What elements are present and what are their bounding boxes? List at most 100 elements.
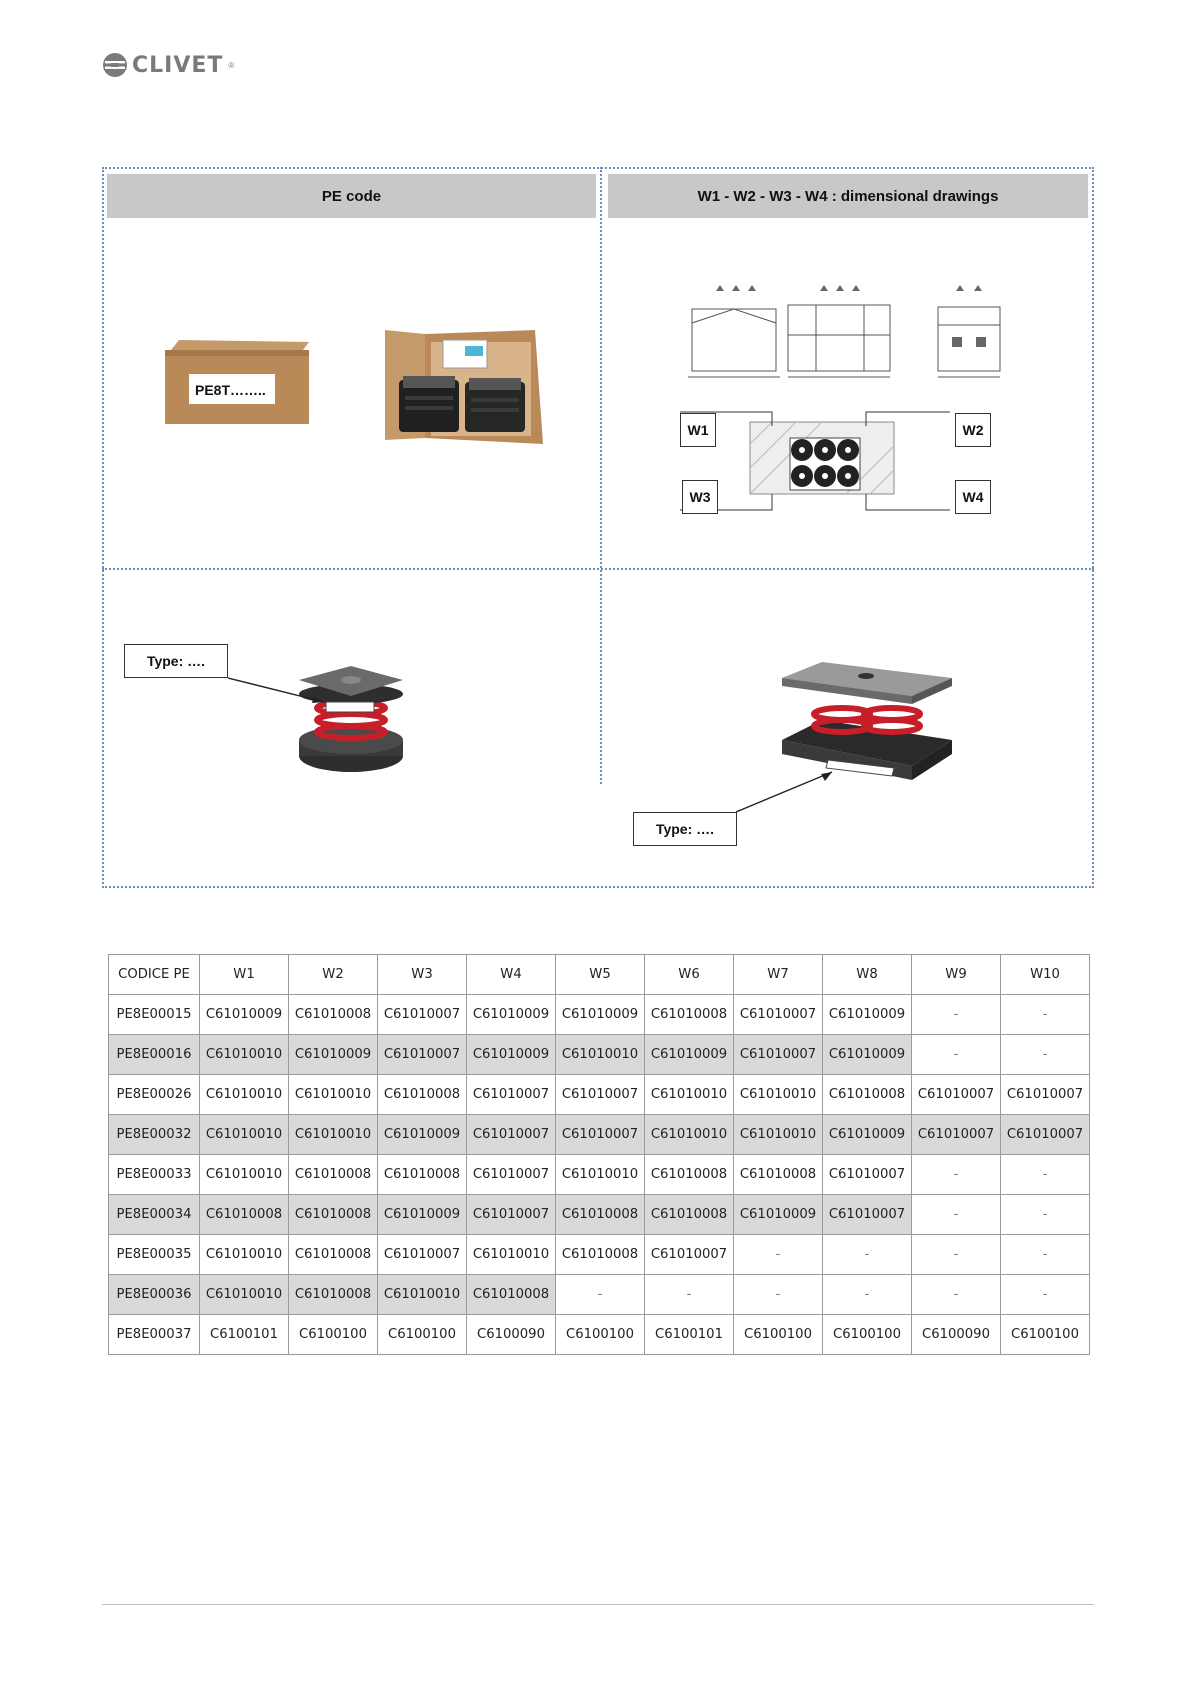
part-code-cell: - [555, 1274, 645, 1315]
part-code-cell: - [644, 1274, 734, 1315]
part-code-cell: C6100100 [288, 1314, 378, 1355]
w4-tag: W4 [955, 480, 991, 514]
part-code-cell: - [822, 1274, 912, 1315]
part-code-cell: - [822, 1234, 912, 1275]
part-code-cell: C6100101 [644, 1314, 734, 1355]
dimensional-drawings-image [688, 285, 1010, 385]
pe-code-cell: PE8E00037 [108, 1314, 200, 1355]
table-header-cell: W9 [911, 954, 1001, 995]
part-code-cell: C61010007 [466, 1194, 556, 1235]
part-code-cell: C61010008 [288, 1274, 378, 1315]
part-code-cell: C61010007 [377, 1034, 467, 1075]
part-code-cell: C61010007 [377, 994, 467, 1035]
table-header-cell: W1 [199, 954, 289, 995]
part-code-cell: - [1000, 1274, 1090, 1315]
part-code-cell: C61010007 [1000, 1114, 1090, 1155]
part-code-cell: C61010010 [199, 1154, 289, 1195]
part-code-cell: - [1000, 994, 1090, 1035]
part-code-cell: C61010008 [288, 1194, 378, 1235]
part-code-cell: C61010007 [377, 1234, 467, 1275]
part-code-cell: C61010010 [555, 1154, 645, 1195]
logo-text: CLIVET [132, 52, 224, 78]
box-label: PE8T…….. [195, 382, 266, 398]
pe-code-cell: PE8E00036 [108, 1274, 200, 1315]
w3-tag: W3 [682, 480, 718, 514]
type-label-large: Type: …. [633, 812, 737, 846]
part-code-cell: C61010008 [288, 1234, 378, 1275]
part-code-cell: C61010010 [288, 1114, 378, 1155]
part-code-cell: C6100100 [555, 1314, 645, 1355]
dimensional-drawings-header: W1 - W2 - W3 - W4 : dimensional drawings [608, 174, 1088, 218]
part-code-cell: - [1000, 1154, 1090, 1195]
pe-code-cell: PE8E00032 [108, 1114, 200, 1155]
part-code-cell: C6100101 [199, 1314, 289, 1355]
table-header-cell: W3 [377, 954, 467, 995]
part-code-cell: C61010008 [288, 1154, 378, 1195]
part-code-cell: C61010007 [466, 1114, 556, 1155]
part-code-cell: C6100100 [822, 1314, 912, 1355]
part-code-cell: C61010009 [555, 994, 645, 1035]
pe-code-cell: PE8E00033 [108, 1154, 200, 1195]
panel-vertical-divider [600, 167, 602, 784]
table-header-cell: W6 [644, 954, 734, 995]
part-code-cell: C61010008 [377, 1154, 467, 1195]
part-code-cell: C61010008 [644, 994, 734, 1035]
w2-tag: W2 [955, 413, 991, 447]
pe-code-cell: PE8E00034 [108, 1194, 200, 1235]
clivet-logo-mark-icon [103, 53, 127, 77]
type-pointer-large [736, 771, 833, 813]
part-code-cell: C61010009 [733, 1194, 823, 1235]
part-code-cell: C61010008 [733, 1154, 823, 1195]
table-header-cell: W4 [466, 954, 556, 995]
part-code-cell: - [911, 994, 1001, 1035]
pe-code-cell: PE8E00015 [108, 994, 200, 1035]
w1-tag: W1 [680, 413, 716, 447]
part-code-cell: - [733, 1234, 823, 1275]
part-code-cell: C61010009 [288, 1034, 378, 1075]
table-header-cell: W2 [288, 954, 378, 995]
type-pointer-small [228, 677, 325, 703]
part-code-cell: C61010007 [733, 994, 823, 1035]
part-code-cell: C61010007 [911, 1074, 1001, 1115]
part-code-cell: - [911, 1154, 1001, 1195]
panel-horizontal-divider [102, 568, 1094, 570]
part-code-cell: C61010007 [1000, 1074, 1090, 1115]
part-code-cell: C61010009 [377, 1114, 467, 1155]
table-header-cell: W10 [1000, 954, 1090, 995]
closed-box-image: PE8T…….. [163, 340, 311, 424]
footer-divider [102, 1604, 1094, 1605]
part-code-cell: C61010007 [466, 1154, 556, 1195]
part-code-cell: C61010010 [466, 1234, 556, 1275]
pe-code-header: PE code [107, 174, 596, 218]
part-code-cell: C61010010 [199, 1274, 289, 1315]
part-code-cell: C61010009 [644, 1034, 734, 1075]
table-header-cell: W7 [733, 954, 823, 995]
pe-code-cell: PE8E00035 [108, 1234, 200, 1275]
part-code-cell: C6100090 [911, 1314, 1001, 1355]
part-code-cell: C61010009 [822, 994, 912, 1035]
table-header-cell: W8 [822, 954, 912, 995]
part-code-cell: C61010010 [199, 1074, 289, 1115]
part-code-cell: - [911, 1274, 1001, 1315]
part-code-cell: C61010008 [644, 1194, 734, 1235]
part-code-cell: C61010009 [822, 1034, 912, 1075]
part-code-cell: C6100100 [1000, 1314, 1090, 1355]
top-view-plan-image [680, 404, 950, 512]
large-spring-mount-image [782, 660, 952, 788]
part-code-cell: C61010008 [555, 1194, 645, 1235]
part-code-cell: C61010010 [733, 1114, 823, 1155]
table-header-cell: CODICE PE [108, 954, 200, 995]
table-header-cell: W5 [555, 954, 645, 995]
part-code-cell: C61010008 [466, 1274, 556, 1315]
part-code-cell: C61010008 [822, 1074, 912, 1115]
part-code-cell: C61010009 [199, 994, 289, 1035]
pe-code-cell: PE8E00026 [108, 1074, 200, 1115]
part-code-cell: - [1000, 1234, 1090, 1275]
part-code-cell: C61010008 [377, 1074, 467, 1115]
